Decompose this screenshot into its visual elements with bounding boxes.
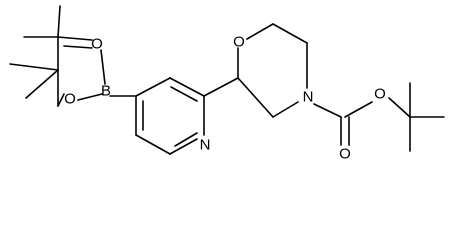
atom-label-morpholine-n: N [303, 89, 314, 106]
chemical-structure-diagram: O O B N O N O O [9, 5, 445, 163]
bond [388, 97, 411, 118]
atom-label-boron: B [101, 83, 111, 100]
bond [170, 86, 198, 102]
bond [25, 69, 59, 99]
bond [63, 45, 93, 49]
bond [169, 77, 205, 97]
bond [174, 132, 198, 147]
bond [272, 101, 299, 118]
bond [57, 5, 61, 38]
boc-group [313, 82, 445, 152]
bond [57, 36, 93, 41]
bond [246, 23, 274, 40]
atom-label-carbonyl-o: O [339, 146, 351, 163]
bond [313, 103, 342, 118]
bond [9, 63, 59, 71]
atom-label-pinacol-o-upper: O [91, 36, 103, 53]
bond [169, 138, 198, 155]
bond [77, 93, 103, 101]
morpholine-ring [237, 23, 308, 118]
bond [135, 77, 171, 97]
atom-label-pyridine-n: N [200, 137, 211, 154]
bond [100, 49, 106, 85]
atom-label-morpholine-o: O [233, 34, 245, 51]
atom-label-ester-o: O [374, 86, 386, 103]
pinacol-boronate-group [9, 5, 137, 107]
bond [272, 23, 308, 44]
bond [57, 93, 65, 107]
bond [203, 77, 239, 97]
bond [135, 134, 171, 155]
bond [237, 77, 274, 118]
bond [344, 101, 373, 118]
atom-label-pinacol-o-lower: O [64, 91, 76, 108]
pyridine-ring [135, 77, 205, 155]
